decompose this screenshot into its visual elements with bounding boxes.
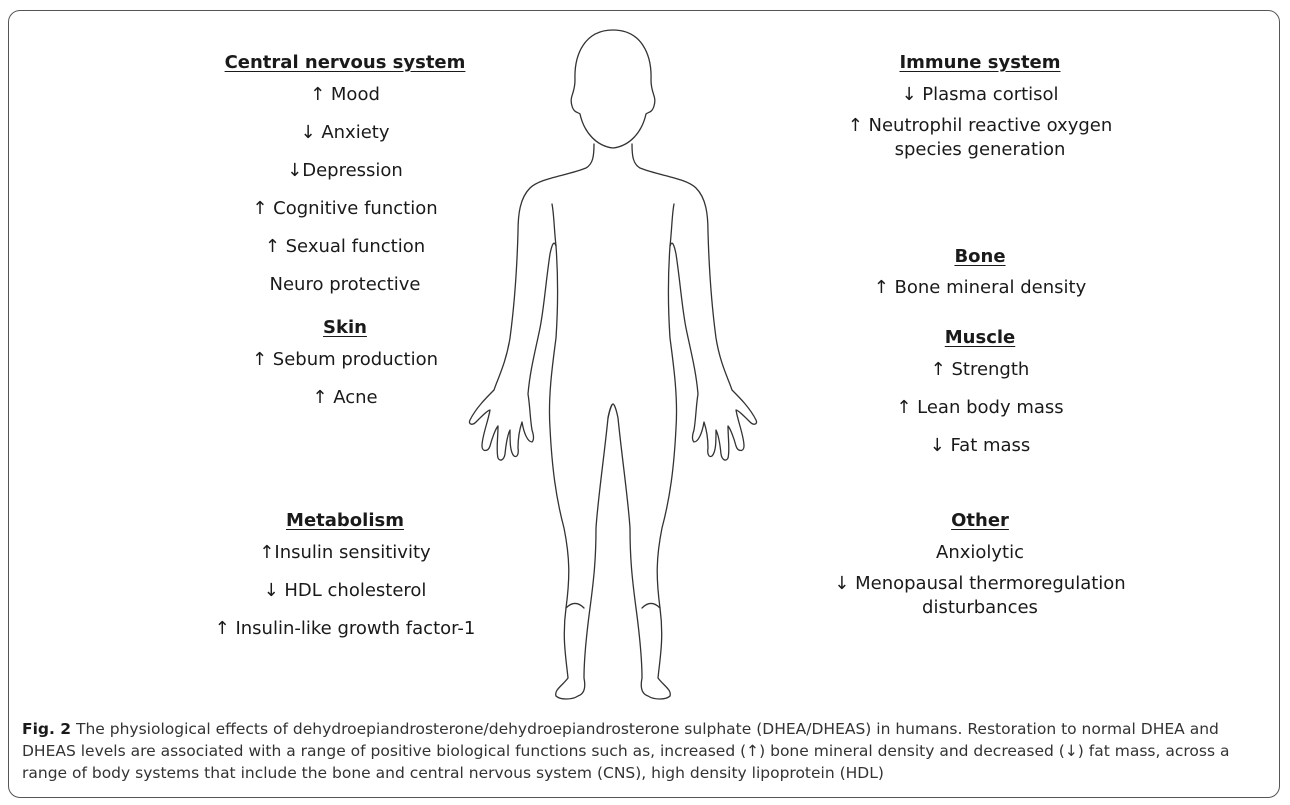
human-body-illustration: [448, 18, 778, 708]
muscle-item: ↓ Fat mass: [800, 427, 1160, 465]
immune-item: ↑ Neutrophil reactive oxygen species gen…: [830, 114, 1130, 162]
armpit-left: [552, 204, 556, 246]
skin-item: ↑ Sebum production: [200, 341, 490, 379]
metabolism-item: ↓ HDL cholesterol: [200, 572, 490, 610]
skin-item: ↑ Acne: [200, 379, 490, 417]
crotch-line: [608, 404, 613, 418]
muscle-heading: Muscle: [800, 325, 1160, 351]
cns-item: Neuro protective: [200, 266, 490, 304]
bone-heading: Bone: [800, 244, 1160, 270]
metabolism-heading: Metabolism: [200, 508, 490, 534]
immune-heading: Immune system: [800, 50, 1160, 76]
muscle-item: ↑ Lean body mass: [800, 389, 1160, 427]
armpit-right: [670, 204, 674, 246]
skin-heading: Skin: [200, 315, 490, 341]
cns-section: Central nervous system ↑ Mood ↓ Anxiety …: [200, 50, 490, 304]
skin-section: Skin ↑ Sebum production ↑ Acne: [200, 315, 490, 417]
bone-section: Bone ↑ Bone mineral density: [800, 244, 1160, 306]
knee-right: [642, 604, 660, 609]
other-item: Anxiolytic: [800, 534, 1160, 572]
head-outline: [571, 30, 655, 148]
other-section: Other Anxiolytic ↓ Menopausal thermoregu…: [800, 508, 1160, 620]
other-heading: Other: [800, 508, 1160, 534]
body-outline: [469, 144, 756, 699]
caption-text: The physiological effects of dehydroepia…: [22, 720, 1229, 782]
immune-item: ↓ Plasma cortisol: [800, 76, 1160, 114]
figure-caption: Fig. 2 The physiological effects of dehy…: [22, 718, 1270, 784]
muscle-section: Muscle ↑ Strength ↑ Lean body mass ↓ Fat…: [800, 325, 1160, 465]
bone-item: ↑ Bone mineral density: [800, 270, 1160, 306]
cns-item: ↑ Sexual function: [200, 228, 490, 266]
cns-item: ↓Depression: [200, 152, 490, 190]
cns-item: ↑ Cognitive function: [200, 190, 490, 228]
knee-left: [566, 604, 584, 609]
metabolism-item: ↑ Insulin-like growth factor-1: [200, 610, 490, 648]
metabolism-section: Metabolism ↑Insulin sensitivity ↓ HDL ch…: [200, 508, 490, 648]
cns-item: ↓ Anxiety: [200, 114, 490, 152]
cns-heading: Central nervous system: [200, 50, 490, 76]
immune-section: Immune system ↓ Plasma cortisol ↑ Neutro…: [800, 50, 1160, 162]
metabolism-item: ↑Insulin sensitivity: [200, 534, 490, 572]
other-item: ↓ Menopausal thermoregulation disturbanc…: [820, 572, 1140, 620]
cns-item: ↑ Mood: [200, 76, 490, 114]
muscle-item: ↑ Strength: [800, 351, 1160, 389]
caption-label: Fig. 2: [22, 720, 71, 738]
